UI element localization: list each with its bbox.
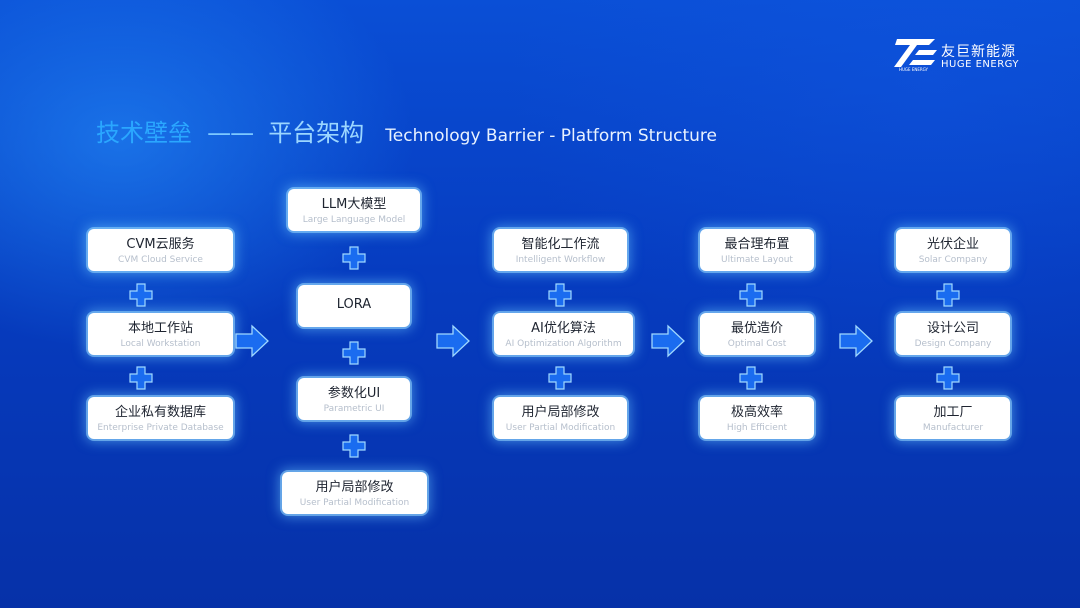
brand-name-cn: 友巨新能源 bbox=[941, 44, 1016, 60]
node-label-cn: CVM云服务 bbox=[126, 237, 195, 252]
node-intelligent-workflow: 智能化工作流 Intelligent Workflow bbox=[494, 229, 627, 271]
node-label-cn: 企业私有数据库 bbox=[114, 405, 206, 420]
node-label-cn: 用户局部修改 bbox=[315, 480, 394, 495]
page-title: 技术壁垒 —— 平台架构 Technology Barrier - Platfo… bbox=[96, 113, 717, 148]
node-label-en: Enterprise Private Database bbox=[97, 423, 224, 433]
plus-icon bbox=[548, 283, 572, 307]
node-label-cn: 加工厂 bbox=[933, 405, 973, 420]
plus-icon bbox=[936, 283, 960, 307]
title-part1: 技术壁垒 bbox=[96, 119, 192, 147]
node-local-workstation: 本地工作站 Local Workstation bbox=[88, 313, 233, 355]
title-part2: 平台架构 bbox=[268, 119, 365, 147]
plus-icon bbox=[342, 341, 366, 365]
node-label-cn: AI优化算法 bbox=[531, 321, 596, 336]
node-label-en: Solar Company bbox=[918, 255, 988, 265]
node-user-modification-b: 用户局部修改 User Partial Modification bbox=[494, 397, 627, 439]
node-private-database: 企业私有数据库 Enterprise Private Database bbox=[88, 397, 233, 439]
node-optimal-cost: 最优造价 Optimal Cost bbox=[700, 313, 814, 355]
node-label-en: CVM Cloud Service bbox=[118, 255, 203, 265]
node-label-cn: 最合理布置 bbox=[724, 237, 790, 252]
node-user-modification-a: 用户局部修改 User Partial Modification bbox=[282, 472, 427, 514]
plus-icon bbox=[129, 283, 153, 307]
node-label-en: Intelligent Workflow bbox=[515, 255, 606, 265]
node-ai-optimization: AI优化算法 AI Optimization Algorithm bbox=[494, 313, 633, 355]
plus-icon bbox=[548, 366, 572, 390]
brand-logo: HUGE ENERGY 友巨新能源 HUGE ENERGY bbox=[893, 36, 1033, 76]
node-label-en: User Partial Modification bbox=[299, 498, 410, 508]
brand-mark-caption: HUGE ENERGY bbox=[899, 67, 929, 72]
node-label-cn: 智能化工作流 bbox=[521, 237, 600, 252]
node-solar-company: 光伏企业 Solar Company bbox=[896, 229, 1010, 271]
plus-icon bbox=[342, 434, 366, 458]
node-label-en: Design Company bbox=[914, 339, 992, 349]
plus-icon bbox=[342, 246, 366, 270]
node-label-en: User Partial Modification bbox=[505, 423, 616, 433]
brand-name-en: HUGE ENERGY bbox=[941, 59, 1020, 70]
arrow-right-icon bbox=[839, 324, 873, 358]
plus-icon bbox=[739, 283, 763, 307]
huge-energy-logo-icon bbox=[894, 39, 937, 67]
arrow-right-icon bbox=[235, 324, 269, 358]
arrow-right-icon bbox=[651, 324, 685, 358]
plus-icon bbox=[936, 366, 960, 390]
node-label-en: AI Optimization Algorithm bbox=[505, 339, 622, 349]
title-english: Technology Barrier - Platform Structure bbox=[385, 126, 717, 146]
node-label-cn: 光伏企业 bbox=[926, 237, 979, 252]
node-lora: LORA bbox=[298, 285, 410, 327]
node-design-company: 设计公司 Design Company bbox=[896, 313, 1010, 355]
node-label-cn: 本地工作站 bbox=[127, 321, 193, 336]
node-label-cn: 参数化UI bbox=[327, 386, 381, 401]
node-parametric-ui: 参数化UI Parametric UI bbox=[298, 378, 410, 420]
plus-icon bbox=[739, 366, 763, 390]
node-label-en: Parametric UI bbox=[323, 404, 385, 414]
node-label-en: Ultimate Layout bbox=[721, 255, 793, 265]
node-manufacturer: 加工厂 Manufacturer bbox=[896, 397, 1010, 439]
plus-icon bbox=[129, 366, 153, 390]
node-high-efficient: 极高效率 High Efficient bbox=[700, 397, 814, 439]
node-cvm-cloud: CVM云服务 CVM Cloud Service bbox=[88, 229, 233, 271]
node-ultimate-layout: 最合理布置 Ultimate Layout bbox=[700, 229, 814, 271]
node-label-en: Manufacturer bbox=[922, 423, 984, 433]
node-label-cn: 极高效率 bbox=[730, 405, 783, 420]
node-label-cn: 最优造价 bbox=[730, 321, 783, 336]
node-label-en: High Efficient bbox=[726, 423, 788, 433]
node-label-cn: 设计公司 bbox=[926, 321, 979, 336]
title-dash: —— bbox=[207, 119, 254, 147]
node-label-en: Large Language Model bbox=[302, 215, 406, 225]
node-label-en: Local Workstation bbox=[120, 339, 201, 349]
node-llm-model: LLM大模型 Large Language Model bbox=[288, 189, 420, 231]
node-label-en: Optimal Cost bbox=[727, 339, 787, 349]
node-label-cn: LLM大模型 bbox=[321, 197, 387, 212]
node-label-cn: LORA bbox=[336, 297, 372, 312]
arrow-right-icon bbox=[436, 324, 470, 358]
node-label-cn: 用户局部修改 bbox=[521, 405, 600, 420]
